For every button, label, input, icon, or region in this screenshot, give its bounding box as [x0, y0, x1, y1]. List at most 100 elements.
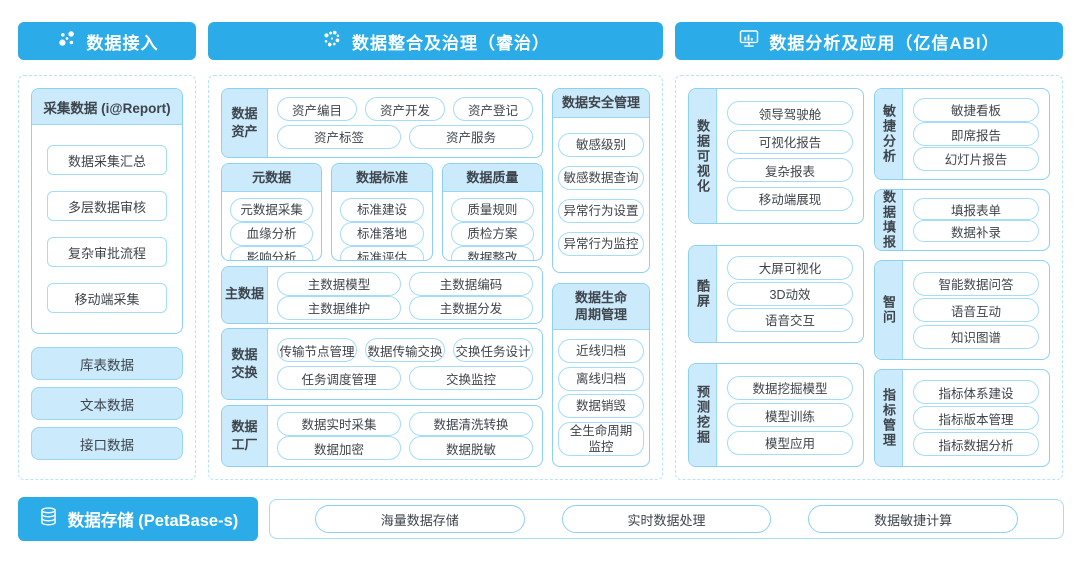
group-items: 智能数据问答语音互动知识图谱 [903, 261, 1049, 359]
pill-row: 资产编目资产开发资产登记 [277, 97, 533, 122]
group-predictive-mining: 预测挖掘 数据挖掘模型模型训练模型应用 [688, 363, 864, 467]
header-label: 数据分析及应用（亿信ABI） [769, 33, 1000, 53]
group-label: 数据填报 [875, 190, 903, 250]
diagram-node: 幻灯片报告 [913, 146, 1039, 171]
dot-cluster-icon [321, 28, 343, 55]
pill-row: 传输节点管理数据传输交换交换任务设计 [277, 338, 533, 363]
group-label: 预测挖掘 [689, 364, 717, 466]
group-content: 传输节点管理数据传输交换交换任务设计 任务调度管理交换监控 [268, 329, 542, 399]
group-data-lifecycle: 数据生命 周期管理 近线归档离线归档数据销毁全生命周期 监控 [552, 282, 650, 467]
group-label: 指标管理 [875, 370, 903, 466]
group-items: 质量规则质检方案数据整改 [443, 192, 542, 260]
group-items: 敏捷看板即席报告幻灯片报告 [903, 89, 1049, 179]
diagram-node: 资产服务 [409, 124, 533, 149]
database-icon [38, 506, 59, 532]
diagram-node: 近线归档 [558, 339, 644, 364]
group-agile-analysis: 敏捷分析 敏捷看板即席报告幻灯片报告 [874, 88, 1050, 180]
group-smart-ask: 智问 智能数据问答语音互动知识图谱 [874, 260, 1050, 360]
diagram-node: 主数据维护 [277, 295, 401, 320]
data-source-list: 库表数据文本数据接口数据 [31, 340, 183, 467]
diagram-node: 数据实时采集 [277, 411, 401, 436]
diagram-node: 库表数据 [31, 347, 183, 380]
group-items: 敏感级别敏感数据查询异常行为设置异常行为监控 [553, 118, 649, 272]
group-items: 元数据采集血缘分析影响分析 [222, 192, 321, 260]
diagram-node: 移动端采集 [47, 283, 167, 313]
panel-governance: 数据 资产 资产编目资产开发资产登记 资产标签资产服务 元数据 元数据采集血缘分… [208, 75, 663, 480]
analysis-right-column: 敏捷分析 敏捷看板即席报告幻灯片报告 数据填报 填报表单数据补录 智问 智能数据… [874, 88, 1050, 467]
group-label: 酷屏 [689, 245, 717, 342]
group-label: 数据 资产 [222, 89, 268, 157]
diagram-node: 资产登记 [453, 97, 533, 122]
header-data-access: 数据接入 [18, 22, 196, 60]
diagram-node: 数据加密 [277, 436, 401, 461]
header-analysis: 数据分析及应用（亿信ABI） [675, 22, 1063, 60]
diagram-node: 数据补录 [913, 220, 1039, 242]
diagram-node: 模型应用 [727, 430, 853, 455]
diagram-node: 移动端展现 [727, 186, 853, 211]
header-label: 数据整合及治理（睿治） [352, 33, 550, 53]
storage-bar: 数据存储 (PetaBase-s) 海量数据存储实时数据处理数据敏捷计算 [18, 497, 1064, 541]
diagram-node: 海量数据存储 [314, 505, 525, 533]
diagram-node: 敏感级别 [558, 132, 644, 157]
diagram-node: 资产编目 [277, 97, 357, 122]
diagram-node: 质检方案 [450, 222, 534, 247]
diagram-node: 主数据分发 [409, 295, 533, 320]
diagram-node: 实时数据处理 [561, 505, 772, 533]
diagram-node: 敏捷看板 [913, 97, 1039, 122]
diagram-node: 主数据模型 [277, 271, 401, 296]
diagram-node: 语音交互 [727, 307, 853, 332]
diagram-node: 数据传输交换 [365, 338, 445, 363]
diagram-node: 数据采集汇总 [47, 145, 167, 175]
diagram-node: 数据脱敏 [409, 436, 533, 461]
group-data-security: 数据安全管理 敏感级别敏感数据查询异常行为设置异常行为监控 [552, 88, 650, 273]
diagram-node: 智能数据问答 [913, 271, 1039, 296]
group-content: 数据实时采集数据清洗转换 数据加密数据脱敏 [268, 406, 542, 466]
diagram-node: 资产开发 [365, 97, 445, 122]
group-metadata: 元数据 元数据采集血缘分析影响分析 [221, 162, 323, 261]
pill-row: 数据实时采集数据清洗转换 [277, 411, 533, 436]
column-analysis: 数据分析及应用（亿信ABI） 数据可视化 领导驾驶舱可视化报告复杂报表移动端展现… [675, 22, 1063, 480]
storage-label: 数据存储 (PetaBase-s) [67, 512, 239, 530]
storage-header: 数据存储 (PetaBase-s) [18, 497, 258, 541]
diagram-node: 数据销毁 [558, 394, 644, 419]
group-data-exchange: 数据 交换 传输节点管理数据传输交换交换任务设计 任务调度管理交换监控 [221, 328, 543, 401]
header-governance: 数据整合及治理（睿治） [208, 22, 663, 60]
diagram-node: 知识图谱 [913, 324, 1039, 349]
diagram-node: 标准评估 [340, 246, 424, 260]
diagram-node: 文本数据 [31, 387, 183, 420]
diagram-node: 指标数据分析 [913, 432, 1039, 456]
network-nodes-icon [56, 28, 78, 55]
group-indicator-management: 指标管理 指标体系建设指标版本管理指标数据分析 [874, 369, 1050, 467]
group-items: 标准建设标准落地标准评估 [332, 192, 431, 260]
group-title: 数据安全管理 [553, 89, 649, 118]
group-title: 数据质量 [442, 163, 542, 193]
diagram-node: 交换任务设计 [453, 338, 533, 363]
diagram-node: 标准落地 [340, 222, 424, 247]
diagram-node: 全生命周期 监控 [558, 421, 644, 457]
metadata-standard-quality-row: 元数据 元数据采集血缘分析影响分析 数据标准 标准建设标准落地标准评估 数据质量… [221, 162, 543, 261]
group-data-visualization: 数据可视化 领导驾驶舱可视化报告复杂报表移动端展现 [688, 88, 864, 224]
diagram-node: 3D动效 [727, 281, 853, 306]
group-data-standard: 数据标准 标准建设标准落地标准评估 [331, 162, 433, 261]
diagram-node: 离线归档 [558, 366, 644, 391]
diagram-node: 质量规则 [450, 198, 534, 223]
diagram-node: 任务调度管理 [277, 366, 401, 391]
governance-side: 数据安全管理 敏感级别敏感数据查询异常行为设置异常行为监控 数据生命 周期管理 … [552, 88, 650, 467]
group-label: 数据 工厂 [222, 406, 268, 466]
group-items: 填报表单数据补录 [903, 190, 1049, 250]
group-items: 近线归档离线归档数据销毁全生命周期 监控 [553, 330, 649, 466]
pill-row: 数据加密数据脱敏 [277, 436, 533, 461]
diagram-node: 敏感数据查询 [558, 165, 644, 190]
diagram-node: 数据挖掘模型 [727, 375, 853, 400]
group-data-quality: 数据质量 质量规则质检方案数据整改 [441, 162, 543, 261]
diagram-node: 影响分析 [230, 246, 314, 260]
group-master-data: 主数据 主数据模型主数据编码 主数据维护主数据分发 [221, 265, 543, 324]
column-data-access: 数据接入 采集数据 (i@Report) 数据采集汇总多层数据审核复杂审批流程移… [18, 22, 196, 480]
diagram-node: 语音互动 [913, 298, 1039, 322]
card-items: 数据采集汇总多层数据审核复杂审批流程移动端采集 [32, 125, 182, 333]
diagram-node: 接口数据 [31, 427, 183, 460]
group-content: 主数据模型主数据编码 主数据维护主数据分发 [268, 267, 542, 323]
